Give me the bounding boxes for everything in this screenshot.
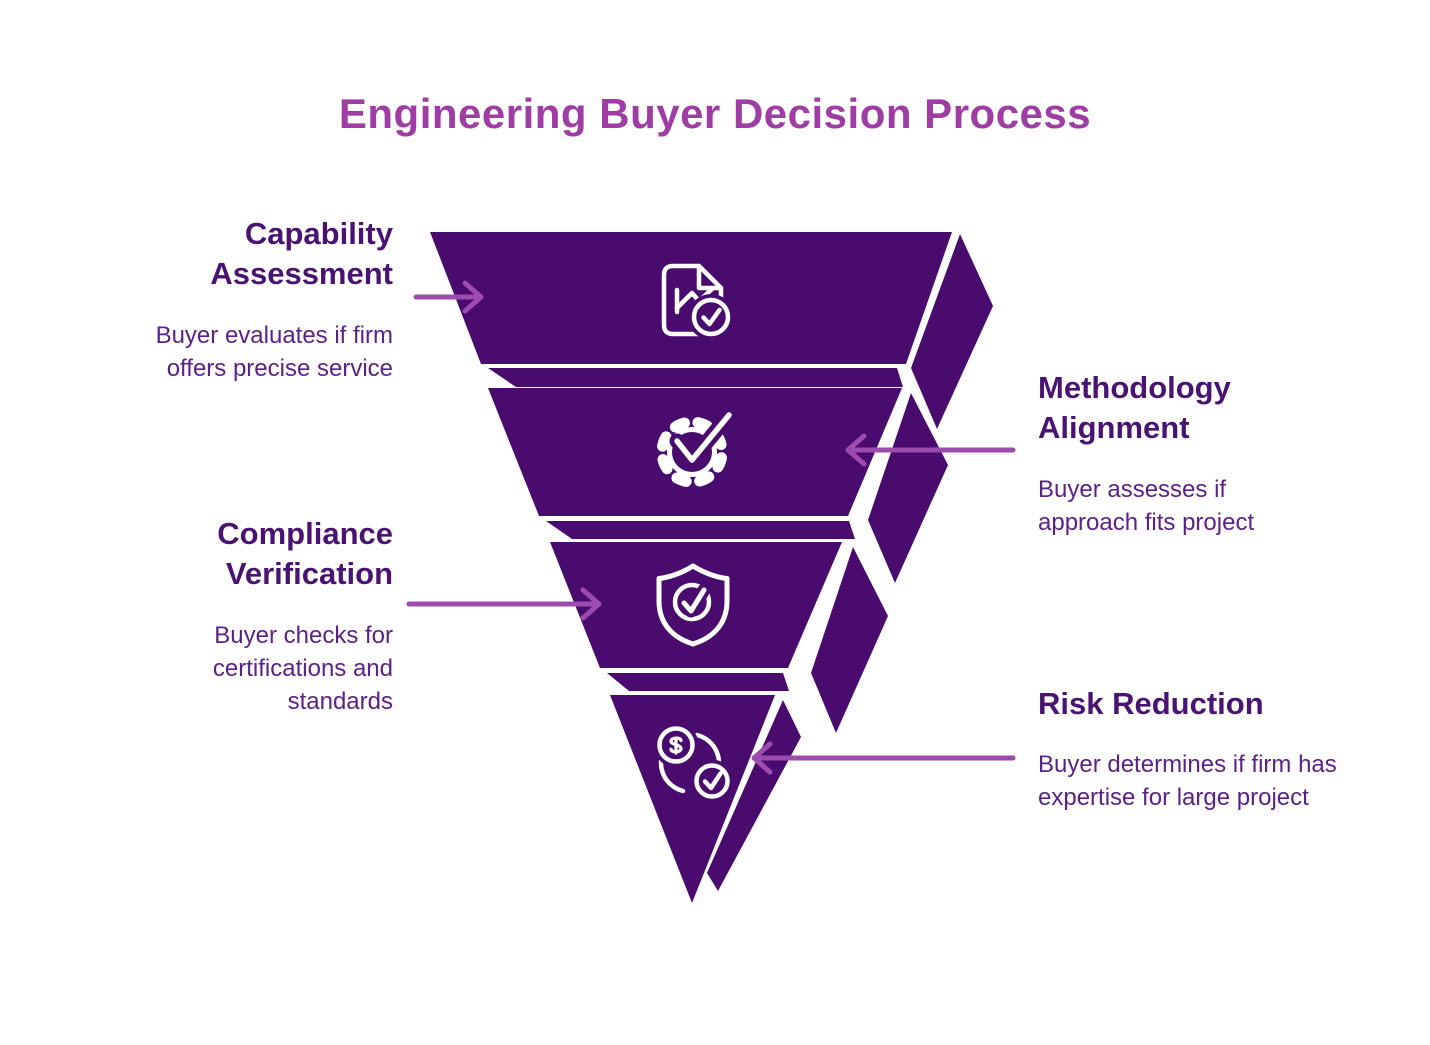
shield-check-icon [656,563,730,647]
methodology-arrow [845,433,1016,467]
funnel-tier-4 [610,695,801,903]
stage-label-methodology-alignment: Methodology Alignment Buyer assesses if … [1038,368,1323,539]
tier-3-side-panel [811,547,888,733]
tier-1-bottom-lip [488,368,903,387]
funnel-tier-1 [430,232,993,429]
stage-heading: Compliance Verification [217,516,393,592]
dollar-refresh-check-icon [653,722,734,803]
tier-1-front-face [430,232,952,364]
tier-4-side-panel [707,700,801,891]
tier-4-front-face [610,695,775,903]
stage-description: Buyer assesses if approach fits project [1038,475,1255,536]
page-title: Engineering Buyer Decision Process [338,90,1092,137]
tier-3-bottom-lip [607,673,789,691]
stage-heading: Methodology Alignment [1038,370,1231,446]
compliance-arrow [406,587,602,621]
tier-2-side-panel [868,393,948,583]
stage-heading: Capability Assessment [210,216,393,292]
funnel-tier-2 [488,388,948,583]
gear-check-icon [656,407,737,488]
stage-label-compliance-verification: Compliance Verification Buyer checks for… [113,514,393,718]
tier-1-side-panel [911,234,993,429]
stage-description: Buyer determines if firm has expertise f… [1038,751,1337,812]
document-chart-check-icon [661,263,734,340]
stage-heading: Risk Reduction [1038,686,1264,721]
capability-arrow [413,280,484,314]
risk-arrow [751,741,1016,775]
stage-description: Buyer checks for certifications and stan… [212,621,393,715]
tier-2-bottom-lip [546,521,855,539]
stage-description: Buyer evaluates if firm offers precise s… [155,321,393,382]
stage-label-capability-assessment: Capability Assessment Buyer evaluates if… [93,214,393,385]
funnel-tier-3 [550,542,888,733]
stage-label-risk-reduction: Risk Reduction Buyer determines if firm … [1038,684,1358,815]
